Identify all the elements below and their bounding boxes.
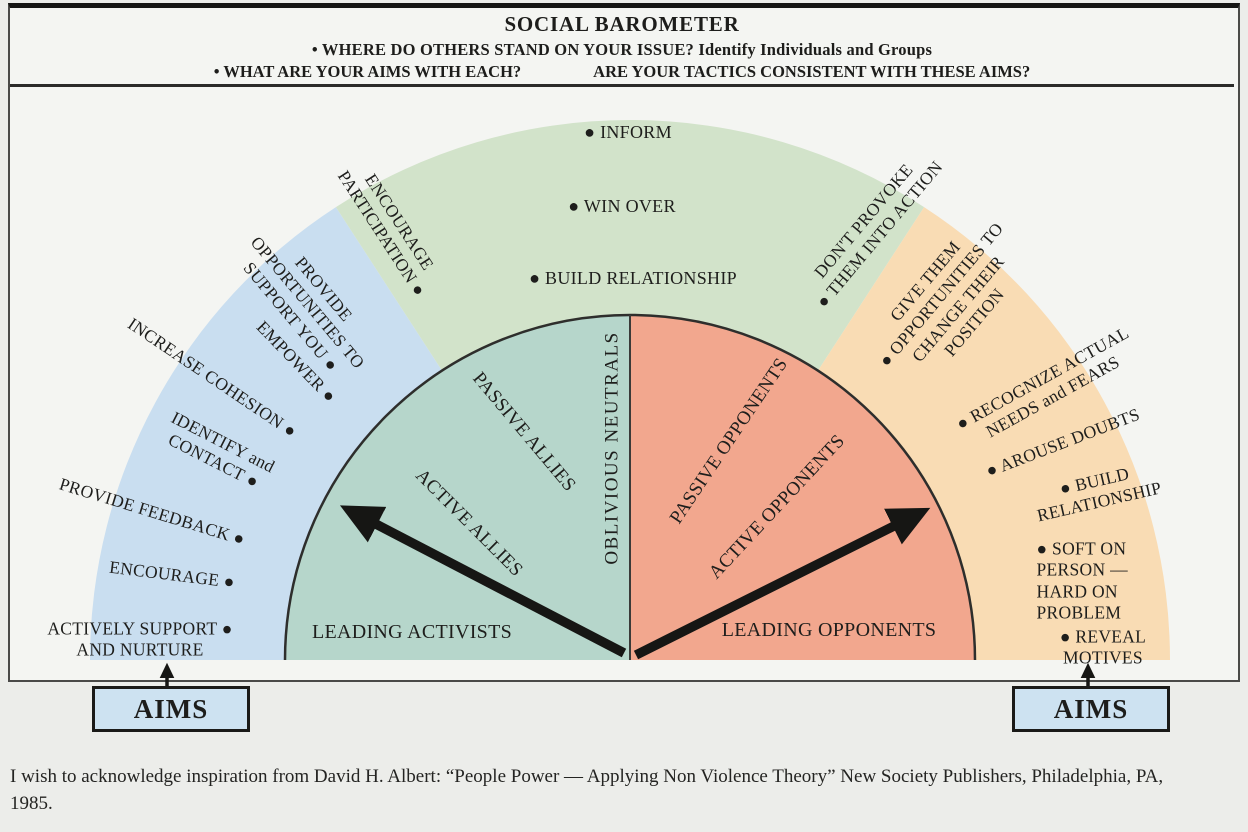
tactic-soft-on-person: ● SOFT ON PERSON — HARD ON PROBLEM [1036, 538, 1128, 623]
aims-box-right: AIMS [1012, 686, 1170, 732]
ring-segment-allies [90, 207, 443, 660]
header-question-2a: • WHAT ARE YOUR AIMS WITH EACH? [213, 62, 522, 81]
inner-half-allies [285, 315, 630, 660]
aims-label-left: AIMS [133, 693, 209, 724]
leading-activists-arrow [339, 505, 627, 658]
header-question-2b: ARE YOUR TACTICS CONSISTENT WITH THESE A… [593, 62, 1031, 81]
tactic-actively-support: ACTIVELY SUPPORT ● AND NURTURE [47, 618, 233, 660]
sector-oblivious-neutrals: OBLIVIOUS NEUTRALS [601, 331, 623, 565]
tactic-build-relationship-neutral: ● BUILD RELATIONSHIP [529, 268, 737, 289]
tactic-reveal-motives: ● REVEAL MOTIVES [1059, 626, 1147, 668]
leading-opponents-arrow [633, 507, 931, 660]
aims-box-left: AIMS [92, 686, 250, 732]
ring-segment-neutrals [335, 119, 925, 371]
tactic-inform: ● INFORM [584, 122, 672, 143]
header: SOCIAL BAROMETER • WHERE DO OTHERS STAND… [10, 8, 1234, 87]
sector-leading-activists: LEADING ACTIVISTS [311, 620, 513, 643]
ring-segment-opponents [817, 207, 1170, 660]
aims-label-right: AIMS [1053, 693, 1129, 724]
acknowledgement-text: I wish to acknowledge inspiration from D… [10, 766, 1164, 814]
header-question-2: • WHAT ARE YOUR AIMS WITH EACH? ARE YOUR… [10, 62, 1234, 82]
header-question-1: • WHERE DO OTHERS STAND ON YOUR ISSUE? I… [311, 40, 933, 59]
sector-leading-opponents: LEADING OPPONENTS [721, 618, 937, 641]
tactic-win-over: ● WIN OVER [568, 196, 676, 217]
inner-half-opponents [630, 315, 975, 660]
page-title: SOCIAL BAROMETER [504, 12, 740, 36]
